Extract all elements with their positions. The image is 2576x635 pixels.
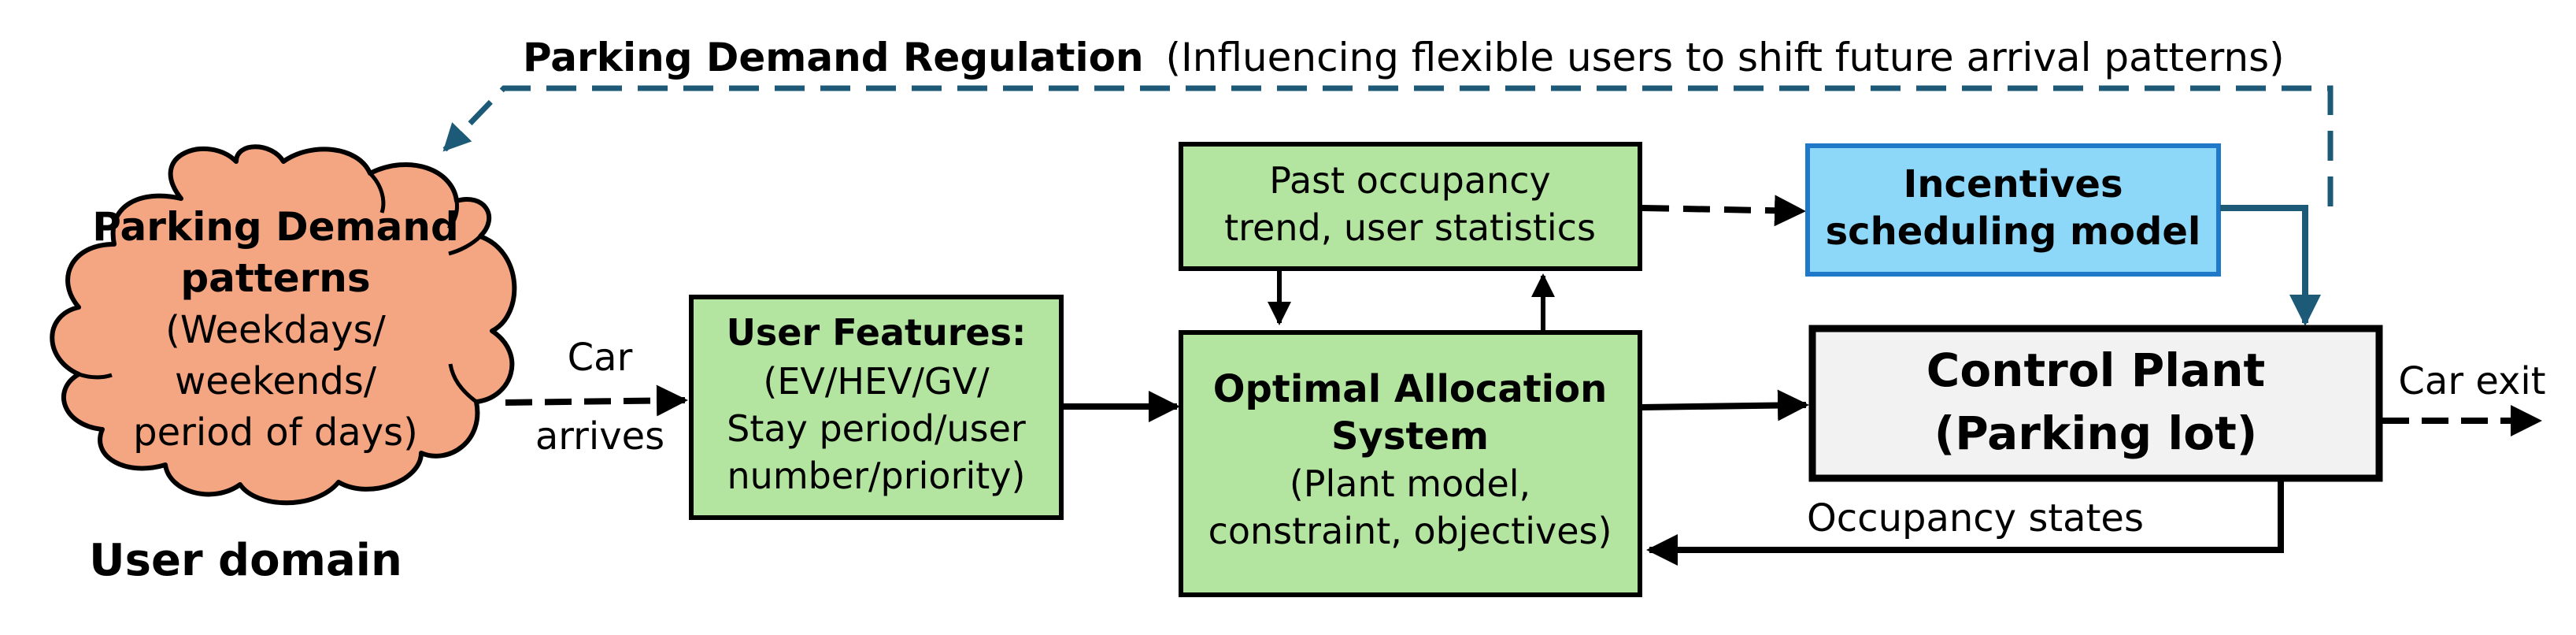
past-occupancy-box — [1179, 142, 1642, 271]
car-arrives-arrow — [505, 384, 688, 417]
cloud-text-line5: period of days) — [133, 410, 418, 455]
parking-demand-cloud — [50, 144, 517, 506]
user-features-line3: number/priority) — [727, 455, 1026, 497]
user-features-line1: (EV/HEV/GV/ — [763, 360, 990, 403]
past-occupancy-line1: Past occupancy — [1269, 159, 1550, 202]
incentives-to-plant-arrow — [2220, 205, 2321, 326]
incentives-line1: Incentives — [1903, 162, 2123, 206]
allocation-title-line2: System — [1331, 414, 1489, 459]
user-domain-label: User domain — [89, 535, 402, 586]
control-plant-line2: (Parking lot) — [1934, 407, 2258, 460]
allocation-line2: constraint, objectives) — [1208, 510, 1612, 552]
cloud-title-line2: patterns — [180, 255, 370, 301]
control-plant-box — [1808, 325, 2383, 482]
allocation-to-plant-arrow — [1641, 389, 1809, 421]
cloud-text-line3: (Weekdays/ — [165, 308, 387, 352]
regulation-title: Parking Demand Regulation — [523, 35, 1144, 80]
optimal-allocation-box — [1179, 330, 1642, 597]
occupancy-to-incentives-arrow — [1641, 195, 1806, 227]
regulation-title-line: Parking Demand Regulation (Influencing f… — [523, 35, 2285, 80]
regulation-feedback-arrow — [442, 85, 2334, 206]
user-features-title: User Features: — [727, 311, 1027, 354]
regulation-subtitle: (Influencing flexible users to shift fut… — [1166, 35, 2285, 80]
car-exit-label: Car exit — [2398, 359, 2545, 403]
occupancy-states-arrow — [1646, 481, 2284, 566]
incentives-box — [1805, 143, 2221, 277]
car-arrives-line1: Car — [568, 336, 633, 380]
car-arrives-line2: arrives — [535, 414, 664, 459]
incentives-line2: scheduling model — [1826, 210, 2201, 254]
control-plant-line1: Control Plant — [1926, 343, 2266, 397]
user-features-line2: Stay period/user — [727, 407, 1026, 450]
occupancy-states-label: Occupancy states — [1807, 496, 2144, 540]
past-occupancy-line2: trend, user statistics — [1224, 206, 1596, 249]
cloud-text-line4: weekends/ — [175, 359, 377, 403]
allocation-title-line1: Optimal Allocation — [1213, 367, 1608, 411]
allocation-line1: (Plant model, — [1290, 462, 1530, 505]
user-features-box — [689, 295, 1064, 520]
cloud-title-line1: Parking Demand — [92, 204, 459, 250]
